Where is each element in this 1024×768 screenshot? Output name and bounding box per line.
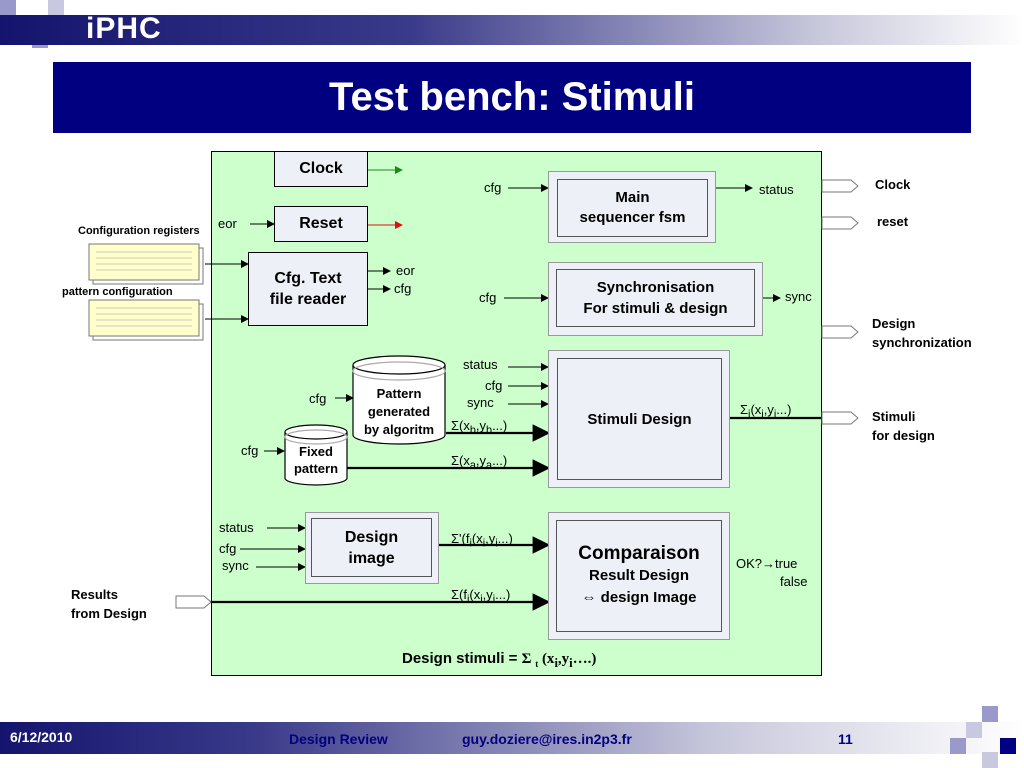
footer-page: 11 xyxy=(838,731,853,747)
design-image-block: Design image xyxy=(311,518,432,577)
clock-output-label: Clock xyxy=(875,177,911,192)
cfg-sync-label: cfg xyxy=(479,290,497,305)
design-sync-line1: Design xyxy=(872,316,916,331)
deco-square-2 xyxy=(966,722,982,738)
sync-block: Synchronisation For stimuli & design xyxy=(556,269,755,327)
pattern-line1: Pattern xyxy=(376,386,422,401)
pattern-line3: by algoritm xyxy=(363,422,435,437)
design-image-line1: Design xyxy=(344,528,399,546)
comp-line1: Comparaison xyxy=(578,543,700,564)
pattern-configuration-label: pattern configuration xyxy=(62,286,173,298)
deco-square-1 xyxy=(982,706,998,722)
cfg-reader-line1: Cfg. Text xyxy=(274,270,342,287)
stimuli-design-block: Stimuli Design xyxy=(557,358,722,480)
cfg-stim-label: cfg xyxy=(485,378,503,393)
sync-line1: Synchronisation xyxy=(596,279,715,296)
fi-label: Σ(fi(xi,yi...) xyxy=(451,587,511,606)
clock-block: Clock xyxy=(274,151,368,187)
design-sync-line2: synchronization xyxy=(872,335,972,350)
comp-line3: ⇔ design Image xyxy=(581,589,697,606)
main-seq-line1: Main xyxy=(615,189,650,206)
logo-square-1 xyxy=(0,0,16,16)
xa-label: Σ(xa,ya...) xyxy=(451,453,508,472)
fixed-line2: pattern xyxy=(293,461,339,476)
reset-block: Reset xyxy=(274,206,368,242)
xb-label: Σ(xb,yb...) xyxy=(451,418,508,437)
cfg-main-seq-label: cfg xyxy=(484,180,502,195)
stimuli-line2: for design xyxy=(872,428,935,443)
sync-stim-label: sync xyxy=(467,395,494,410)
false-label: false xyxy=(780,574,808,589)
stimuli-line1: Stimuli xyxy=(872,409,916,424)
reset-output-label: reset xyxy=(877,214,909,229)
comparaison-block: Comparaison Result Design ⇔ design Image xyxy=(556,520,722,632)
sync-out-label: sync xyxy=(785,289,812,304)
logo-square-4 xyxy=(48,0,64,16)
title-bar xyxy=(53,62,971,133)
status-stim-label: status xyxy=(463,357,498,372)
pattern-line2: generated xyxy=(367,404,431,419)
pattern-generator: Pattern generated by algoritm xyxy=(353,385,445,439)
eor-reset-label: eor xyxy=(218,216,237,231)
stimuli-design-label: Stimuli Design xyxy=(587,410,692,428)
fi-prime-label: Σ'(fi(xi,yi...) xyxy=(451,531,513,550)
design-image-line2: image xyxy=(348,549,395,567)
formula-prefix: Design stimuli = xyxy=(402,650,522,667)
design-sync-output: Design synchronization xyxy=(872,314,972,352)
eor-out-label: eor xyxy=(396,263,415,278)
ok-true-label: OK?→true xyxy=(736,556,798,571)
footer-date: 6/12/2010 xyxy=(10,729,73,745)
status-out-label: status xyxy=(759,182,794,197)
config-registers-label: Configuration registers xyxy=(78,225,200,237)
xi-label: Σi(xi,yi...) xyxy=(740,402,792,421)
deco-square-5 xyxy=(982,752,998,768)
footer-event: Design Review xyxy=(289,731,388,747)
status-image-label: status xyxy=(219,520,254,535)
fixed-line1: Fixed xyxy=(299,444,333,459)
cfg-pattern-label: cfg xyxy=(309,391,327,406)
logo: iPHC xyxy=(86,12,162,45)
results-input: Results from Design xyxy=(71,585,147,623)
header-bar xyxy=(0,15,1024,45)
page-title: Test bench: Stimuli xyxy=(329,75,695,119)
results-line1: Results xyxy=(71,587,118,602)
design-stimuli-formula: Design stimuli = Σ t (xi,yi….) xyxy=(402,650,597,670)
footer-bar xyxy=(0,722,1024,754)
main-seq-line2: sequencer fsm xyxy=(579,209,686,226)
cfg-out-label: cfg xyxy=(394,281,412,296)
fixed-pattern: Fixed pattern xyxy=(285,443,347,477)
clock-block-label: Clock xyxy=(299,160,343,177)
footer-email: guy.doziere@ires.in2p3.fr xyxy=(462,731,632,747)
sync-line2: For stimuli & design xyxy=(583,300,728,317)
deco-square-4 xyxy=(1000,738,1016,754)
cfg-fixed-label: cfg xyxy=(241,443,259,458)
results-line2: from Design xyxy=(71,606,147,621)
stimuli-output: Stimuli for design xyxy=(872,407,935,445)
cfg-image-label: cfg xyxy=(219,541,237,556)
reset-block-label: Reset xyxy=(299,215,343,232)
deco-square-3 xyxy=(950,738,966,754)
sync-image-label: sync xyxy=(222,558,249,573)
cfg-reader-block: Cfg. Text file reader xyxy=(248,252,368,326)
main-sequencer-block: Main sequencer fsm xyxy=(557,179,708,237)
cfg-reader-line2: file reader xyxy=(269,291,347,308)
comp-line2: Result Design xyxy=(588,567,690,584)
